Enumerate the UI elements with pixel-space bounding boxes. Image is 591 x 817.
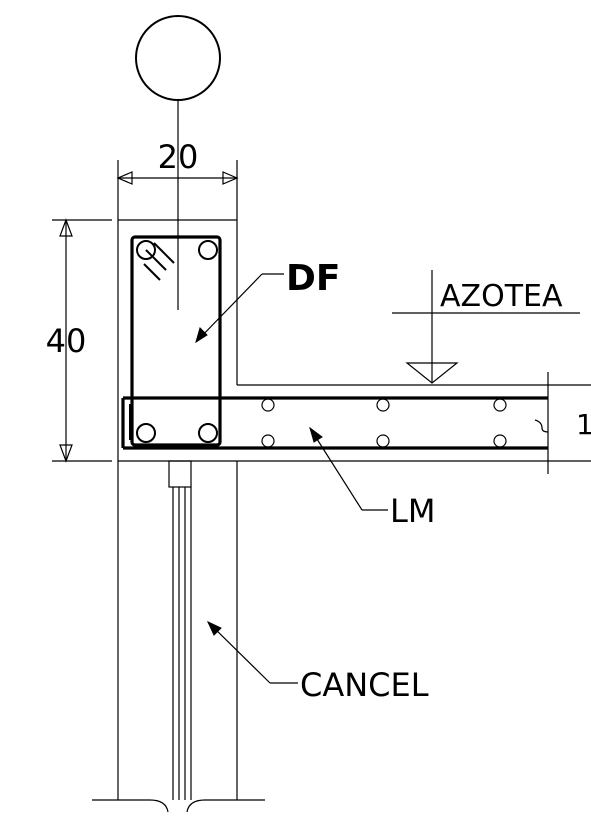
width-dimension-label: 20 xyxy=(158,138,199,176)
cancel-leader: CANCEL xyxy=(206,620,429,704)
height-dimension-label: 40 xyxy=(46,322,87,360)
slab-label: LM xyxy=(390,492,435,530)
axis-bubble xyxy=(135,15,221,310)
roof-level-marker: AZOTEA xyxy=(392,270,580,384)
slab-reinforcement xyxy=(121,396,548,450)
height-dimension: 40 xyxy=(46,218,112,463)
slab-leader: LM xyxy=(309,426,435,530)
wall-outline xyxy=(117,219,591,800)
beam-leader: DF xyxy=(195,258,340,344)
beam-label: DF xyxy=(286,258,340,299)
beam-reinforcement xyxy=(130,235,222,447)
width-dimension: 20 xyxy=(116,138,239,220)
slab-dimension-label: 1 xyxy=(576,408,591,441)
break-line xyxy=(92,799,265,813)
roof-label: AZOTEA xyxy=(440,279,563,314)
cancel-label: CANCEL xyxy=(300,666,429,704)
slab-dimension: 1 xyxy=(534,372,591,474)
window-frame xyxy=(168,460,192,800)
